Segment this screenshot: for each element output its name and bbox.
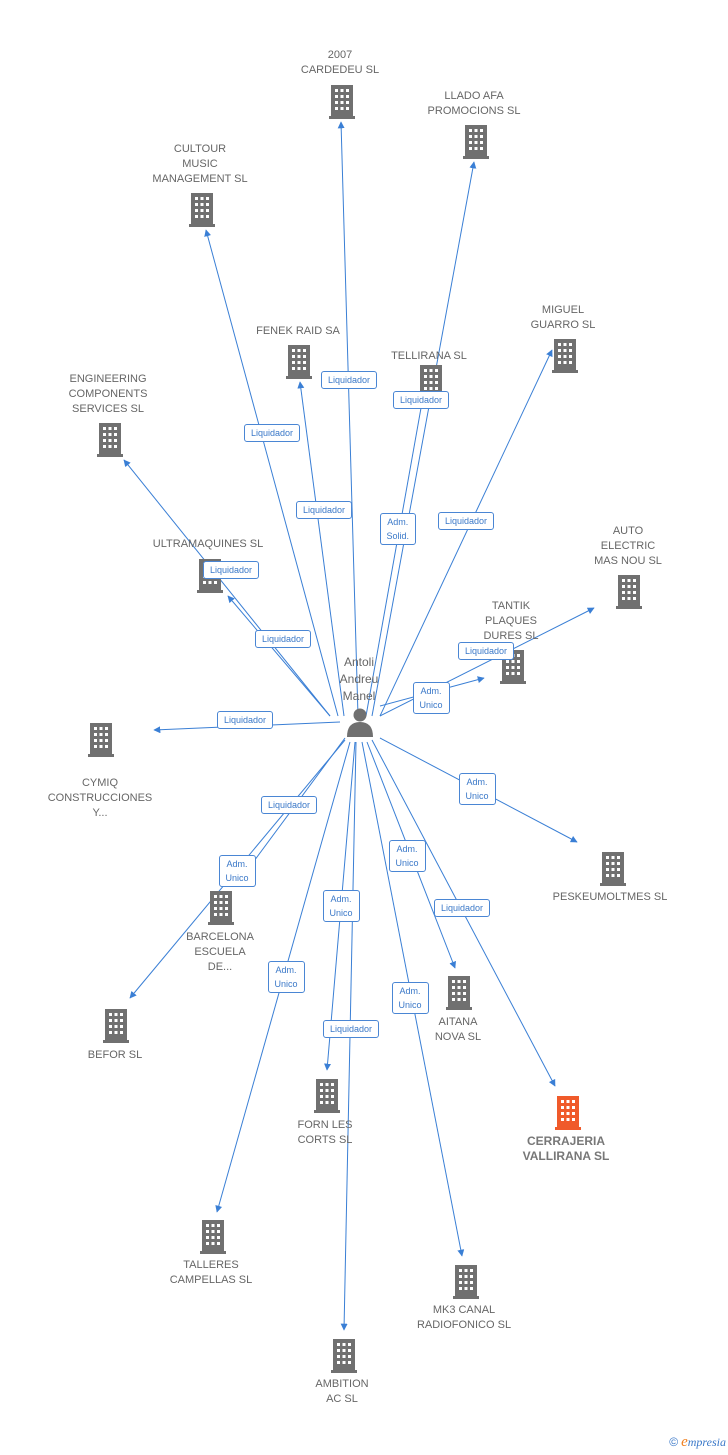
edge-n3 [204,229,339,717]
edge-n7 [123,459,331,717]
company-label[interactable]: CYMIQ CONSTRUCCIONES Y... [47,777,153,819]
company-label[interactable]: AITANA NOVA SL [434,1016,482,1043]
role-tag: Adm. Unico [218,855,256,887]
company-label[interactable]: AUTO ELECTRIC MAS NOU SL [594,525,662,567]
building-icon[interactable] [600,852,626,886]
company-label[interactable]: 2007 CARDEDEU SL [300,49,380,76]
building-icon[interactable] [88,723,114,757]
company-label[interactable]: LLADO AFA PROMOCIONS SL [427,90,521,117]
role-tag: Liquidador [255,630,312,648]
empresia-watermark: © empresia [669,1434,726,1451]
company-label[interactable]: CULTOUR MUSIC MANAGEMENT SL [152,143,248,185]
center-person-label[interactable]: Antoli Andreu Manel [339,655,379,703]
company-label[interactable]: TELLIRANA SL [391,350,467,362]
company-label[interactable]: MK3 CANAL RADIOFONICO SL [416,1304,512,1331]
role-tag: Adm. Unico [388,840,426,872]
edge-n8 [227,595,331,717]
building-icon[interactable] [103,1009,129,1043]
brand-name: mpresia [687,1435,726,1449]
edge-n6 [379,349,553,717]
building-icon[interactable] [552,339,578,373]
role-tag: Adm. Unico [267,961,305,993]
company-label[interactable]: TALLERES CAMPELLAS SL [169,1259,253,1286]
role-tag: Liquidador [321,371,378,389]
building-icon[interactable] [446,976,472,1010]
role-tag: Liquidador [434,899,491,917]
role-tag: Adm. Unico [322,890,360,922]
role-tag: Liquidador [296,501,353,519]
building-icon[interactable] [463,125,489,159]
company-label[interactable]: PESKEUMOLTMES SL [552,891,668,903]
role-tag: Liquidador [244,424,301,442]
role-tag: Adm. Unico [412,682,450,714]
building-icon[interactable] [453,1265,479,1299]
role-tag: Liquidador [203,561,260,579]
person-icon [347,708,373,737]
building-icon[interactable] [189,193,215,227]
brand-initial: e [681,1434,688,1450]
building-icon[interactable] [555,1096,581,1130]
company-label[interactable]: BEFOR SL [87,1049,143,1061]
building-icon[interactable] [286,345,312,379]
building-icon[interactable] [208,891,234,925]
role-tag: Liquidador [393,391,450,409]
role-tag: Liquidador [458,642,515,660]
company-label[interactable]: CERRAJERIA VALLIRANA SL [522,1134,610,1163]
company-label[interactable]: ULTRAMAQUINES SL [152,538,264,550]
edge-n5 [365,379,429,717]
building-icon[interactable] [331,1339,357,1373]
building-icon[interactable] [200,1220,226,1254]
role-tag: Adm. Unico [391,982,429,1014]
company-label[interactable]: FENEK RAID SA [256,325,340,337]
role-tag: Liquidador [261,796,318,814]
edge-n4 [297,381,345,717]
building-icon[interactable] [616,575,642,609]
company-label[interactable]: MIGUEL GUARRO SL [530,304,596,331]
company-label[interactable]: TANTIK PLAQUES DURES SL [483,600,539,642]
role-tag: Adm. Solid. [379,513,417,545]
company-label[interactable]: ENGINEERING COMPONENTS SERVICES SL [68,373,148,415]
company-label[interactable]: FORN LES CORTS SL [297,1119,353,1146]
company-label[interactable]: BARCELONA ESCUELA DE... [186,931,254,973]
role-tag: Liquidador [217,711,274,729]
edge-n2 [371,161,477,717]
copyright-symbol: © [669,1435,679,1449]
role-tag: Liquidador [323,1020,380,1038]
building-icon[interactable] [97,423,123,457]
role-tag: Adm. Unico [458,773,496,805]
role-tag: Liquidador [438,512,495,530]
company-label[interactable]: AMBITION AC SL [315,1378,369,1405]
building-icon[interactable] [314,1079,340,1113]
edge-n1 [337,121,359,717]
building-icon[interactable] [329,85,355,119]
